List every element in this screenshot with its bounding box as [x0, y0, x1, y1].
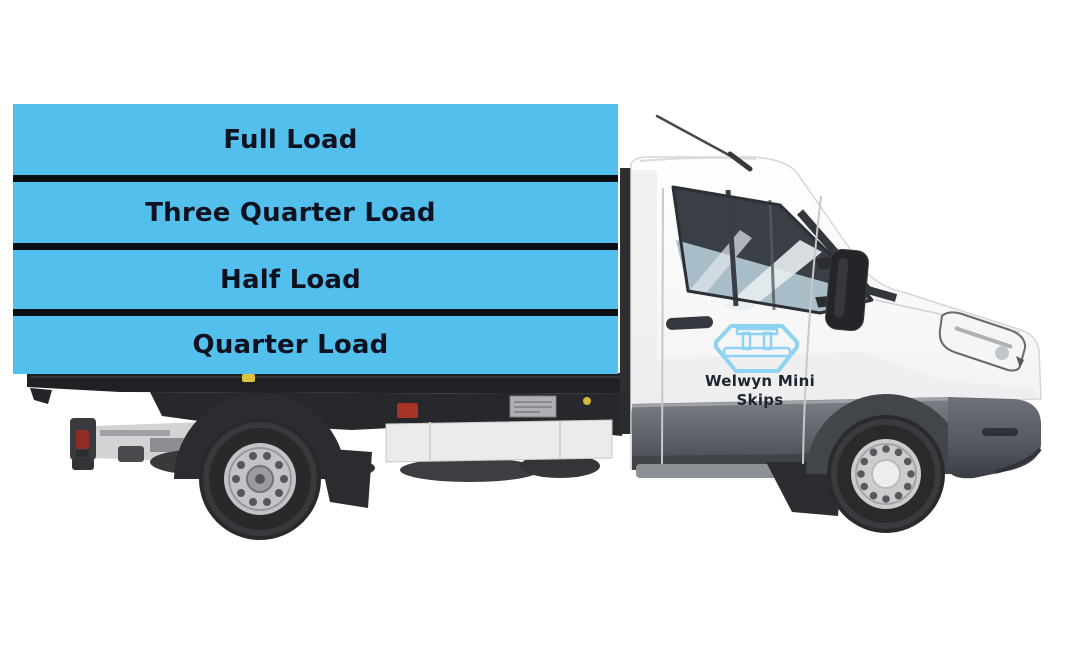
- brand-name-line2: Skips: [736, 391, 784, 409]
- amber-marker: [583, 397, 591, 405]
- side-mirror: [814, 248, 869, 332]
- brand-name-line1: Welwyn Mini: [704, 372, 816, 390]
- headlight: [938, 311, 1027, 372]
- door-window: [671, 185, 898, 315]
- skip-icon: [714, 324, 799, 373]
- rear-wheel: [174, 393, 346, 540]
- load-band-full: Full Load: [13, 104, 618, 175]
- front-bumper: [948, 397, 1042, 479]
- side-tank: [385, 419, 613, 463]
- side-step: [636, 464, 796, 478]
- band-divider: [13, 175, 618, 182]
- a-pillar: [796, 209, 898, 302]
- load-band-three-quarter-label: Three Quarter Load: [145, 197, 436, 228]
- front-mudflap: [766, 462, 842, 516]
- load-band-half-label: Half Load: [220, 264, 361, 295]
- load-band-full-label: Full Load: [223, 124, 358, 155]
- hazard-sticker: [397, 403, 418, 418]
- front-wheel: [806, 394, 966, 533]
- door-seam-front: [802, 195, 822, 465]
- load-band-quarter: Quarter Load: [13, 316, 618, 374]
- door-details: [661, 187, 822, 465]
- front-wheel-arch: [806, 394, 966, 474]
- load-band-half: Half Load: [13, 250, 618, 309]
- bed-marker-yellow: [242, 374, 255, 382]
- tow-hitch: [118, 446, 144, 462]
- band-divider: [13, 243, 618, 250]
- radio-antenna: [655, 114, 753, 172]
- cab-bed-gap: [620, 168, 632, 412]
- rear-wheel-arch: [174, 393, 346, 479]
- door-handle: [666, 316, 713, 330]
- load-level-overlay: Full Load Three Quarter Load Half Load Q…: [13, 104, 618, 374]
- band-divider: [13, 309, 618, 316]
- load-band-three-quarter: Three Quarter Load: [13, 182, 618, 243]
- load-band-quarter-label: Quarter Load: [192, 330, 389, 360]
- door-seam-rear: [661, 187, 664, 465]
- brand-name: Welwyn Mini Skips: [687, 374, 833, 408]
